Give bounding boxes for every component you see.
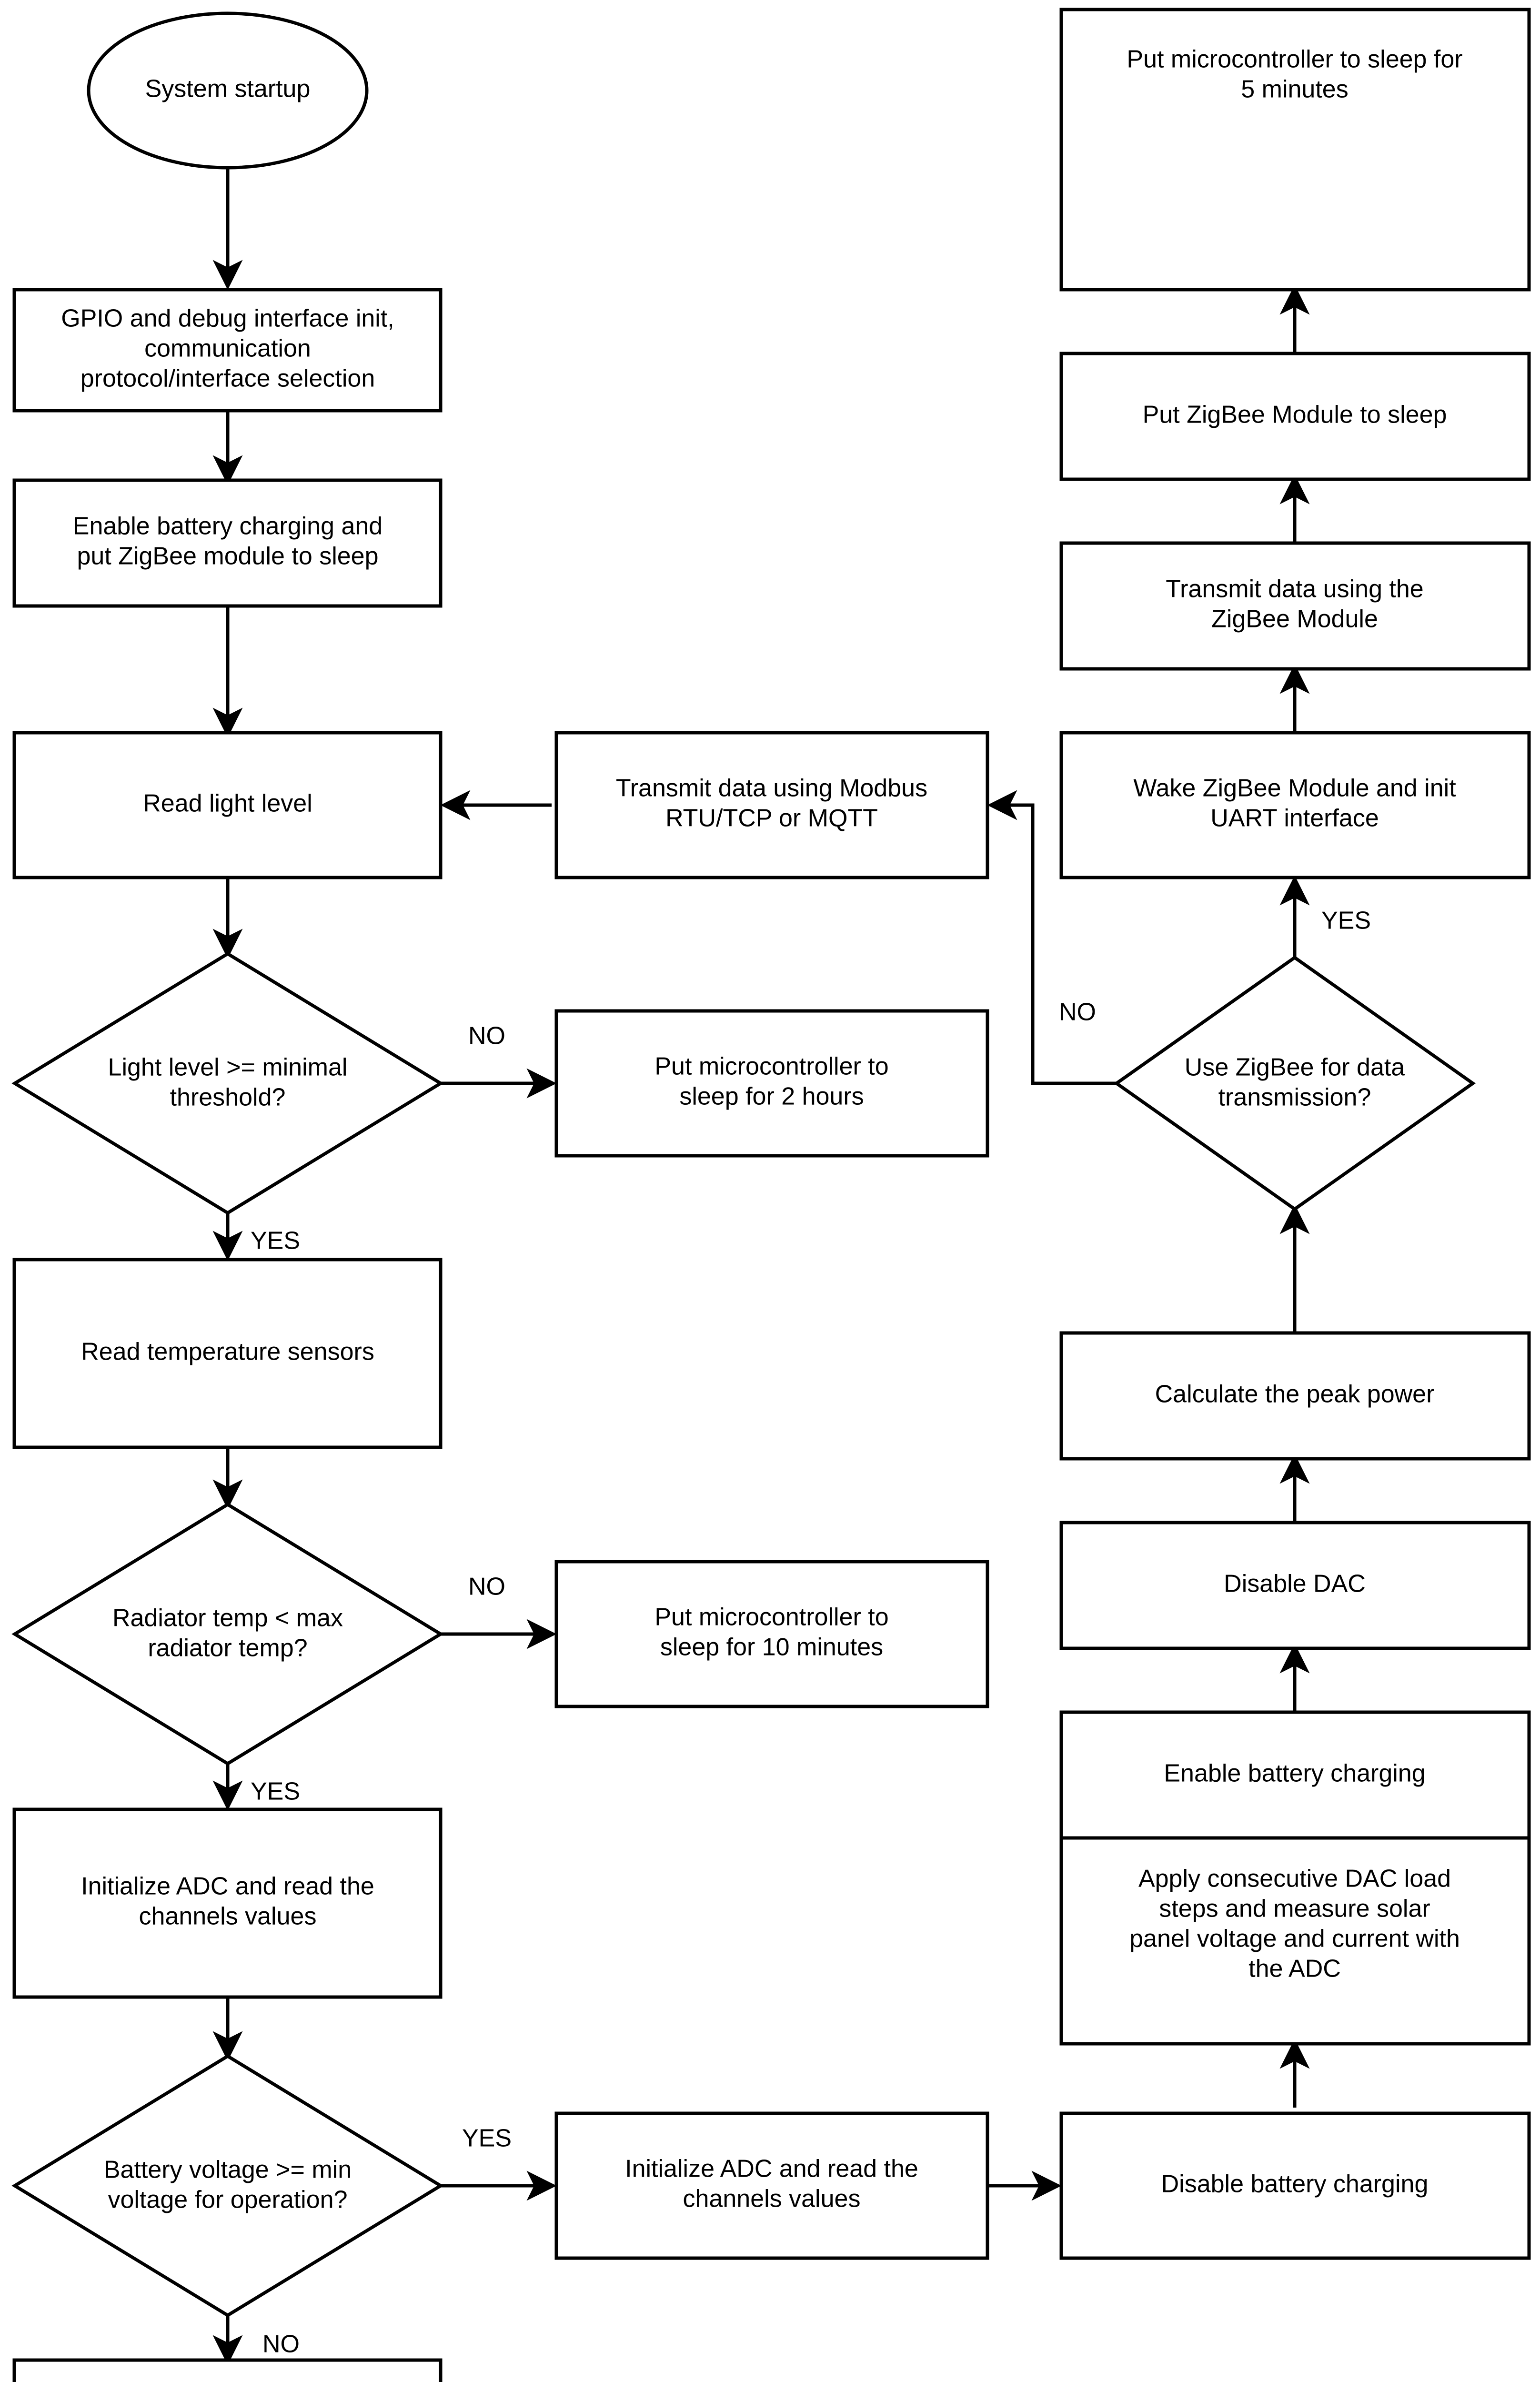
node-read-temp[interactable] xyxy=(12,1258,443,1449)
node-adc-read-2[interactable] xyxy=(554,2111,989,2260)
label-adc1-2: channels values xyxy=(139,1903,317,1930)
node-adc-read-1[interactable] xyxy=(12,1807,443,1999)
label-sleep-5m-1: Put microcontroller to sleep for xyxy=(1127,46,1462,73)
node-tx-zigbee[interactable] xyxy=(1059,541,1531,671)
edge-label-radiator-yes: YES xyxy=(251,1778,300,1806)
label-wake-zigbee-2: UART interface xyxy=(1210,805,1379,832)
label-enable-charge-1: Enable battery charging and xyxy=(73,513,382,540)
node-peak-power[interactable] xyxy=(1059,1331,1531,1461)
label-dac-sweep-3: panel voltage and current with xyxy=(1129,1925,1460,1953)
label-sleep-10m-2: sleep for 10 minutes xyxy=(660,1634,883,1661)
node-zigbee-sleep[interactable] xyxy=(1059,352,1531,481)
node-sleep-5m[interactable] xyxy=(1059,8,1531,292)
label-tx-modbus-2: RTU/TCP or MQTT xyxy=(665,805,878,832)
label-adc2-2: channels values xyxy=(683,2185,861,2213)
edge-label-layer: NO YES NO YES YES NO YES NO xyxy=(251,907,1371,2358)
edge-label-zigbee-no: NO xyxy=(1059,999,1096,1026)
node-light-check[interactable] xyxy=(11,951,444,1215)
label-sleep-2h-1: Put microcontroller to xyxy=(654,1053,888,1080)
label-dac-sweep-4: the ADC xyxy=(1248,1955,1341,1983)
label-gpio-init-3: protocol/interface selection xyxy=(81,365,375,393)
label-enable-charge2: Enable battery charging xyxy=(1164,1760,1425,1787)
edge-label-zigbee-yes: YES xyxy=(1321,907,1371,935)
node-disable-charge[interactable] xyxy=(1059,2111,1531,2260)
label-radiator-2: radiator temp? xyxy=(148,1635,307,1662)
label-dac-sweep-1: Apply consecutive DAC load xyxy=(1138,1865,1451,1893)
label-read-temp: Read temperature sensors xyxy=(81,1338,374,1366)
node-tx-modbus[interactable] xyxy=(554,731,989,879)
label-peak-power: Calculate the peak power xyxy=(1155,1381,1435,1408)
label-disable-charge: Disable battery charging xyxy=(1161,2170,1429,2198)
label-battery-2: voltage for operation? xyxy=(108,2186,347,2214)
node-zigbee-check[interactable] xyxy=(1113,955,1476,1211)
node-text-layer: System startup GPIO and debug interface … xyxy=(61,46,1462,2214)
label-zigbee-check-2: transmission? xyxy=(1218,1084,1371,1111)
node-radiator-check[interactable] xyxy=(11,1502,444,1766)
label-sleep-2h-2: sleep for 2 hours xyxy=(679,1083,864,1110)
label-wake-zigbee-1: Wake ZigBee Module and init xyxy=(1133,775,1456,802)
node-disable-dac[interactable] xyxy=(1059,1521,1531,1650)
label-light-check-2: threshold? xyxy=(170,1084,286,1111)
label-gpio-init-2: communication xyxy=(144,335,311,363)
node-enable-charge-2[interactable] xyxy=(1059,1710,1531,1840)
node-dac-sweep[interactable] xyxy=(1059,1832,1531,2046)
label-adc2-1: Initialize ADC and read the xyxy=(625,2155,918,2183)
edge-label-light-yes: YES xyxy=(251,1227,300,1255)
node-wake-zigbee[interactable] xyxy=(1059,731,1531,879)
label-start: System startup xyxy=(145,75,311,103)
node-gpio-init[interactable] xyxy=(12,288,443,413)
node-battery-check[interactable] xyxy=(11,2054,444,2318)
edge-zigbee-check-no xyxy=(987,790,1117,1085)
node-sleep-20m[interactable] xyxy=(12,2358,443,2382)
label-disable-dac: Disable DAC xyxy=(1224,1570,1366,1598)
label-enable-charge-2: put ZigBee module to sleep xyxy=(77,543,378,570)
node-read-light[interactable] xyxy=(12,731,443,879)
edge-label-radiator-no: NO xyxy=(468,1573,505,1601)
label-sleep-5m-2: 5 minutes xyxy=(1241,76,1348,103)
node-sleep-2h[interactable] xyxy=(554,1009,989,1158)
node-sleep-10m[interactable] xyxy=(554,1560,989,1708)
label-light-check-1: Light level >= minimal xyxy=(108,1054,348,1081)
edge-label-battery-no: NO xyxy=(262,2331,300,2358)
edge-label-light-no: NO xyxy=(468,1022,505,1050)
label-read-light: Read light level xyxy=(143,790,312,818)
label-zigbee-check-1: Use ZigBee for data xyxy=(1185,1054,1405,1081)
label-tx-zigbee-2: ZigBee Module xyxy=(1211,606,1378,633)
edge-label-battery-yes: YES xyxy=(462,2125,512,2152)
label-zigbee-sleep: Put ZigBee Module to sleep xyxy=(1143,401,1447,429)
label-radiator-1: Radiator temp < max xyxy=(112,1605,343,1632)
node-start[interactable] xyxy=(87,11,369,170)
label-tx-zigbee-1: Transmit data using the xyxy=(1166,575,1423,603)
node-layer xyxy=(11,8,1531,2382)
label-adc1-1: Initialize ADC and read the xyxy=(81,1873,374,1900)
node-enable-charge[interactable] xyxy=(12,478,443,608)
label-tx-modbus-1: Transmit data using Modbus xyxy=(616,775,927,802)
label-battery-1: Battery voltage >= min xyxy=(104,2156,352,2184)
label-gpio-init-1: GPIO and debug interface init, xyxy=(61,305,394,333)
label-dac-sweep-2: steps and measure solar xyxy=(1159,1895,1430,1923)
label-sleep-10m-1: Put microcontroller to xyxy=(654,1604,888,1631)
